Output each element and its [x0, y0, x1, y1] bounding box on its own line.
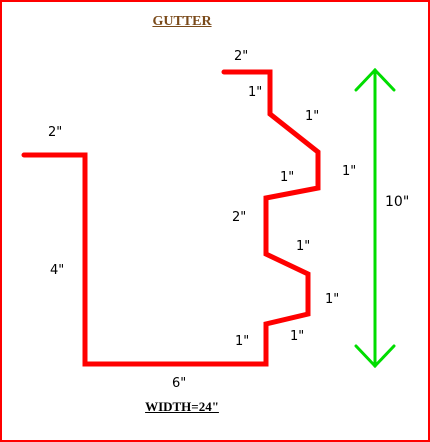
- dim-total-height: 10": [385, 194, 410, 210]
- dim-step-6: 1": [290, 329, 305, 344]
- dim-step-7: 1": [235, 334, 250, 349]
- dim-step-3: 1": [280, 170, 295, 185]
- width-label: WIDTH=24": [145, 399, 219, 414]
- gutter-profile-line: [21, 69, 321, 367]
- diagram-title: GUTTER: [152, 14, 212, 29]
- dim-step-5: 1": [325, 292, 340, 307]
- height-arrow-top-head: [354, 67, 396, 92]
- dim-bottom-width: 6": [172, 376, 187, 391]
- dim-front-middle: 2": [232, 210, 247, 225]
- dim-back-height: 4": [50, 263, 65, 278]
- height-dimension-arrow: [354, 67, 396, 369]
- height-arrow-bottom-head: [354, 344, 396, 369]
- dim-back-lip: 2": [48, 125, 63, 140]
- dim-top-lip: 2": [234, 49, 249, 64]
- dim-slope-1: 1": [305, 109, 320, 124]
- dim-step-2: 1": [342, 164, 357, 179]
- dim-step-1: 1": [248, 85, 263, 100]
- dim-step-4: 1": [296, 239, 311, 254]
